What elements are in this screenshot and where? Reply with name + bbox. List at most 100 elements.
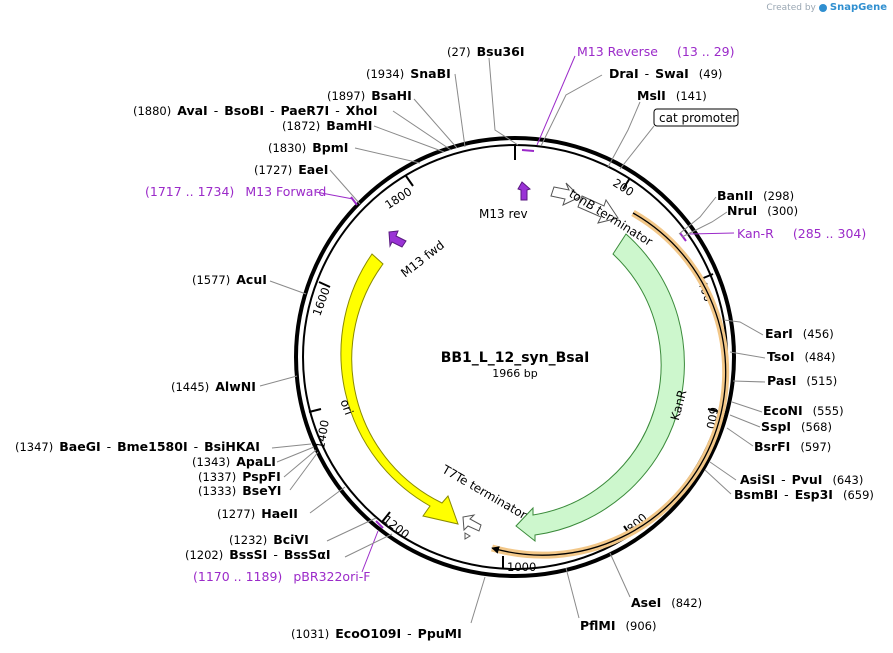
scale-ticks: 200 400 600 800 1000 1200 1400 1600 1800 bbox=[308, 175, 721, 574]
leader-acui bbox=[269, 280, 307, 295]
leader-msli bbox=[607, 101, 641, 168]
enzyme-label-msli: MslI(141) bbox=[637, 88, 707, 103]
enzyme-position: (906) bbox=[626, 619, 657, 633]
enzyme-separator: - bbox=[784, 487, 789, 502]
m13-fwd-feature bbox=[388, 230, 407, 248]
tick-label-200: 200 bbox=[610, 176, 636, 200]
leader-bsrfi bbox=[726, 427, 754, 447]
leader-bsu36i bbox=[488, 57, 519, 146]
enzyme-name: DraI bbox=[609, 66, 639, 81]
enzyme-name: SspI bbox=[761, 419, 791, 434]
enzyme-label-nrui: NruI (300) bbox=[727, 203, 798, 218]
snapgene-logo-icon bbox=[818, 3, 827, 12]
enzyme-separator: - bbox=[407, 626, 412, 641]
enzyme-position: (1202) bbox=[185, 548, 223, 562]
enzyme-position: (1343) bbox=[192, 455, 230, 469]
enzyme-position: (1277) bbox=[217, 507, 255, 521]
enzyme-name: PpuMI bbox=[418, 626, 462, 641]
enzyme-name: PvuI bbox=[792, 472, 823, 487]
leader-alwni bbox=[259, 375, 298, 387]
leader-m13-forward bbox=[315, 191, 354, 200]
leader-tsoi bbox=[729, 351, 766, 359]
leader-eari bbox=[723, 319, 764, 336]
enzyme-name: NruI bbox=[727, 203, 757, 218]
enzyme-name: Bsu36I bbox=[477, 44, 525, 59]
enzyme-position: (49) bbox=[699, 67, 723, 81]
enzyme-position: (515) bbox=[806, 374, 837, 388]
tick-mark-200 bbox=[622, 177, 631, 190]
enzyme-name: SwaI bbox=[655, 66, 689, 81]
enzyme-position: (1337) bbox=[198, 470, 236, 484]
enzyme-position: (141) bbox=[676, 89, 707, 103]
enzyme-position: (1445) bbox=[171, 380, 209, 394]
leader-bamhi bbox=[373, 125, 445, 153]
enzyme-name: PspFI bbox=[242, 469, 281, 484]
enzyme-name: BamHI bbox=[326, 118, 372, 133]
enzyme-label-tsoi: TsoI(484) bbox=[767, 349, 835, 364]
enzyme-separator: - bbox=[273, 547, 278, 562]
leader-eaei bbox=[329, 169, 361, 205]
primer-kanR-range: (285 .. 304) bbox=[793, 226, 866, 241]
snapgene-credit: Created by SnapGene bbox=[766, 2, 887, 13]
leader-apali bbox=[276, 446, 315, 463]
backbone-outer-ring bbox=[294, 136, 736, 578]
enzyme-position: (1727) bbox=[254, 163, 292, 177]
leader-econi bbox=[731, 401, 763, 413]
enzyme-position: (659) bbox=[843, 488, 874, 502]
enzyme-label-avai: (1880)AvaI-BsoBI-PaeR7I-XhoI bbox=[133, 103, 378, 118]
leader-nrui bbox=[681, 211, 728, 238]
primer-kanR-name: Kan-R bbox=[737, 226, 774, 241]
enzyme-name: AlwNI bbox=[215, 379, 256, 394]
leader-bsmbi bbox=[704, 469, 732, 495]
enzyme-label-bsssi: (1202) BssSI-BssSαI bbox=[185, 547, 330, 562]
enzyme-label-eaei: (1727)EaeI bbox=[254, 162, 328, 177]
m13-fwd-label: M13 fwd bbox=[398, 238, 447, 280]
enzyme-label-alwni: (1445) AlwNI bbox=[171, 379, 256, 394]
enzyme-name: BaeGI bbox=[59, 439, 100, 454]
enzyme-name: EcoO109I bbox=[335, 626, 401, 641]
enzyme-name: PasI bbox=[767, 373, 796, 388]
primer-m13-forward-range: (1717 .. 1734) bbox=[145, 184, 234, 199]
leader-pbr322ori bbox=[361, 530, 379, 573]
enzyme-separator: - bbox=[645, 66, 650, 81]
leader-bcivi bbox=[326, 517, 377, 542]
plasmid-name: BB1_L_12_syn_BsaI bbox=[441, 350, 590, 366]
enzyme-name: PaeR7I bbox=[280, 103, 329, 118]
enzyme-position: (1880) bbox=[133, 104, 171, 118]
enzyme-name: HaeII bbox=[261, 506, 298, 521]
cat-promoter-box bbox=[653, 108, 739, 127]
enzyme-name: BsrFI bbox=[754, 439, 790, 454]
enzyme-position: (27) bbox=[447, 45, 471, 59]
enzyme-name: BssSI bbox=[229, 547, 267, 562]
enzyme-label-pflmi: PflMI(906) bbox=[580, 618, 656, 633]
primer-m13-reverse-mark bbox=[521, 149, 535, 152]
credit-brand: SnapGene bbox=[829, 2, 887, 13]
enzyme-name: BseYI bbox=[242, 483, 281, 498]
primer-m13-reverse-range: (13 .. 29) bbox=[677, 44, 734, 59]
leader-drai bbox=[540, 74, 603, 147]
primer-kanR: Kan-R (285 .. 304) bbox=[737, 223, 866, 242]
tonB-arrow-b bbox=[577, 195, 619, 224]
m13-rev-feature bbox=[517, 181, 531, 201]
enzyme-label-snabi: (1934)SnaBI bbox=[366, 66, 451, 81]
primer-m13-reverse: M13 Reverse (13 .. 29) bbox=[577, 41, 734, 60]
enzyme-name: AcuI bbox=[236, 272, 267, 287]
enzyme-name: AseI bbox=[631, 595, 661, 610]
enzyme-label-baegi: (1347)BaeGI-Bme1580I-BsiHKAI bbox=[15, 439, 260, 454]
leader-bsssi bbox=[344, 533, 393, 558]
primer-m13-forward-name: M13 Forward bbox=[245, 184, 326, 199]
enzyme-position: (1897) bbox=[327, 89, 365, 103]
enzyme-name: BanII bbox=[717, 188, 753, 203]
enzyme-separator: - bbox=[335, 103, 340, 118]
leader-baegi bbox=[271, 443, 312, 449]
leader-haeii bbox=[309, 486, 346, 514]
tick-mark-1600 bbox=[318, 281, 331, 288]
enzyme-position: (484) bbox=[805, 350, 836, 364]
primer-pbr322ori-mark bbox=[375, 520, 384, 529]
enzyme-position: (1577) bbox=[192, 273, 230, 287]
enzyme-name: BssSαI bbox=[284, 547, 331, 562]
tick-label-1000: 1000 bbox=[507, 560, 536, 574]
leader-bpmi bbox=[354, 147, 421, 164]
enzyme-label-econi: EcoNI(555) bbox=[763, 403, 844, 418]
enzyme-position: (300) bbox=[767, 204, 798, 218]
